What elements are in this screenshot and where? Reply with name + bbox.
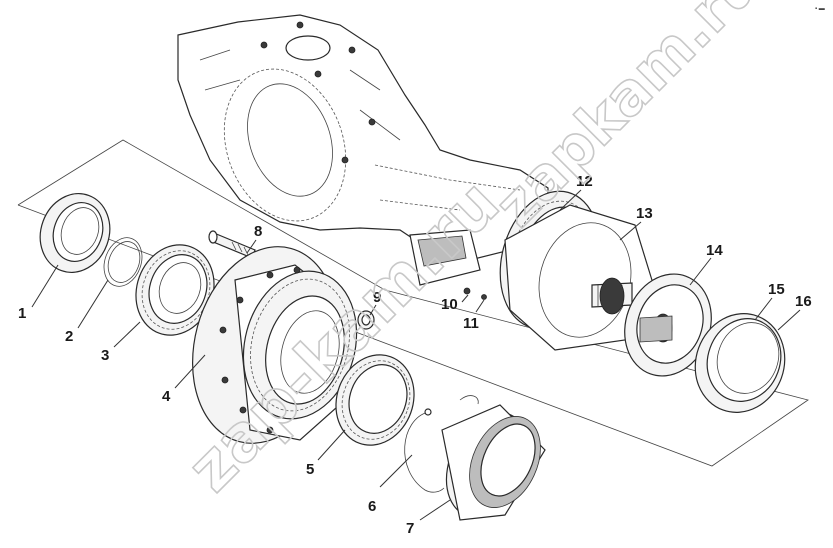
part-10-11-fasteners (463, 287, 487, 300)
corner-mark: ▪ ▬ (815, 6, 825, 12)
part-5-bearing (335, 354, 415, 446)
callout-12: 12 (576, 173, 593, 190)
callout-5: 5 (306, 461, 314, 478)
callout-2: 2 (65, 328, 73, 345)
callout-6: 6 (368, 498, 376, 515)
callout-4: 4 (162, 388, 171, 405)
callout-1: 1 (18, 305, 26, 322)
callout-7: 7 (406, 520, 414, 537)
callout-15: 15 (768, 281, 785, 298)
callout-13: 13 (636, 205, 653, 222)
part-3-bearing (135, 244, 215, 336)
part-15-16-seals (694, 313, 786, 413)
part-1-seal (39, 193, 111, 273)
part-14-brake-disc (624, 273, 712, 377)
part-8-stud (208, 230, 256, 259)
part-2-ring (103, 237, 143, 287)
callout-14: 14 (706, 242, 723, 259)
part-4-hub (192, 246, 358, 444)
callouts: 1 2 3 4 5 6 7 8 9 10 11 12 13 14 15 16 (18, 173, 812, 537)
leader-lines (31, 189, 801, 521)
axle-housing (177, 14, 549, 286)
callout-8: 8 (254, 223, 262, 240)
part-7-ring-gear (441, 395, 546, 521)
part-9-sleeve (357, 310, 375, 330)
callout-16: 16 (795, 293, 812, 310)
callout-9: 9 (373, 289, 381, 306)
watermark-zapkam: zapkam.ru (482, 0, 774, 240)
callout-11: 11 (463, 315, 479, 332)
callout-10: 10 (441, 296, 458, 313)
callout-3: 3 (101, 347, 109, 364)
part-6-snap-ring (404, 408, 445, 493)
assembly-frame (17, 139, 809, 467)
part-13-cover (504, 204, 656, 351)
